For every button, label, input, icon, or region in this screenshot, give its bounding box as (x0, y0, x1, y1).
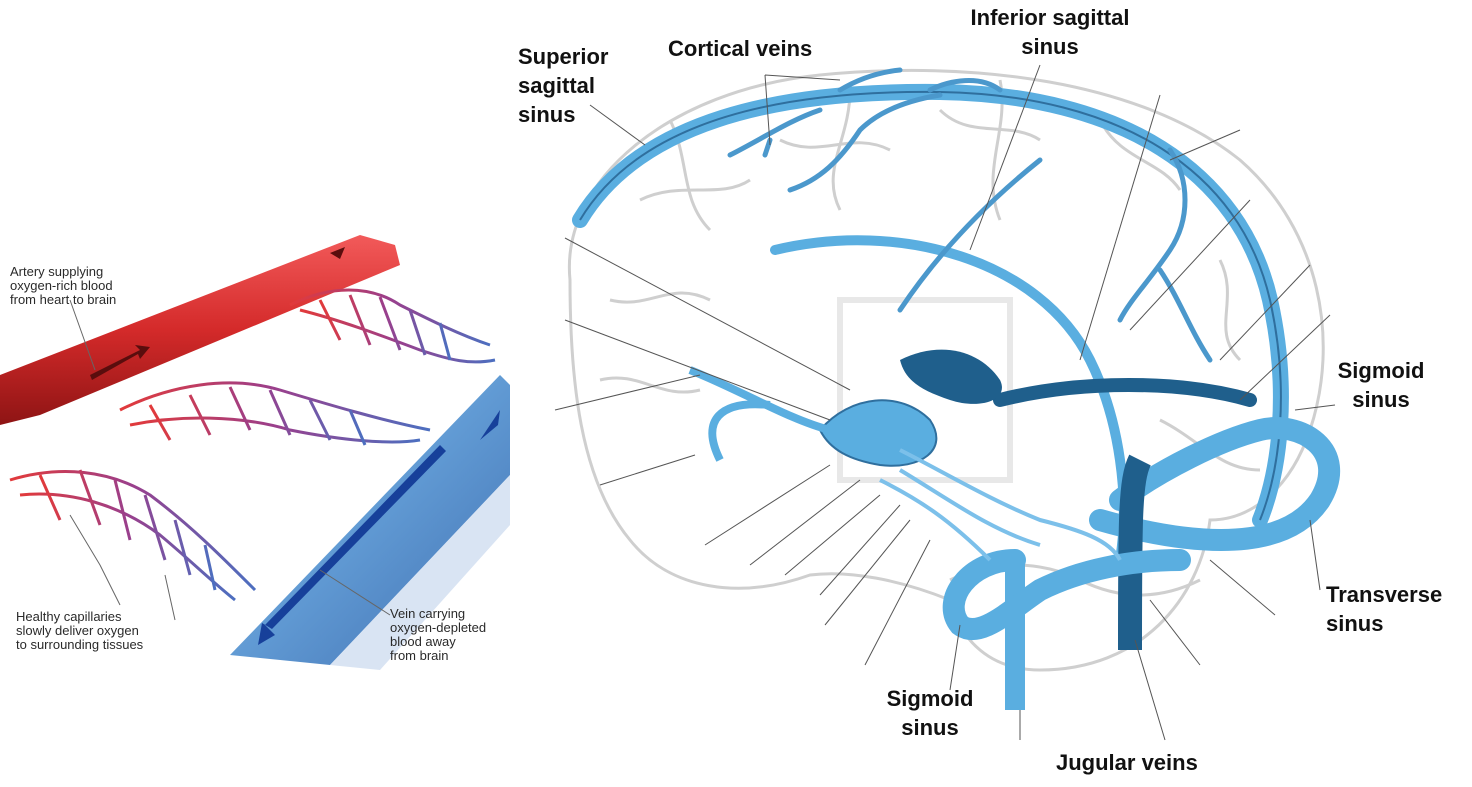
capillary-label-line: slowly deliver oxygen (16, 623, 139, 638)
vein-label-line: Vein carrying (390, 606, 466, 621)
artery-shape (0, 235, 400, 425)
vein-label-line: blood away (390, 634, 456, 649)
label-leader-lines (554, 64, 1336, 741)
vein-shape-lower (330, 475, 510, 670)
vein-arrow-2 (480, 410, 500, 440)
deep-vein-dark (900, 349, 1002, 404)
capillary-bed-top (289, 288, 496, 364)
leader-lines (69, 299, 391, 621)
superior-sagittal-outline (579, 90, 1282, 521)
artery-label: Artery supplying oxygen-rich blood from … (10, 265, 116, 307)
cavernous-sinus (818, 399, 938, 467)
sigmoid-sinus-bottom-label: Sigmoid sinus (870, 684, 990, 742)
label-line: sagittal (518, 73, 596, 98)
cortical-veins (727, 67, 1213, 363)
facial-vein (708, 400, 771, 462)
transverse-sinus-label: Transverse sinus (1326, 580, 1442, 638)
cortical-veins-label: Cortical veins (668, 36, 813, 61)
sigmoid-sinus-loop (942, 549, 1191, 640)
transverse-sinus (1089, 417, 1341, 551)
capillary-bed-middle (119, 381, 431, 446)
label-line: sinus (1326, 611, 1384, 636)
label-line: sinus (518, 102, 576, 127)
label-line: sinus (1021, 34, 1079, 59)
capillary-drawing (0, 235, 510, 670)
artery-label-line: oxygen-rich blood (10, 278, 113, 293)
watermark-frame (837, 297, 1013, 483)
vein-label: Vein carrying oxygen-depleted blood away… (390, 607, 486, 663)
artery-label-line: Artery supplying (10, 264, 104, 279)
label-line: Sigmoid (1337, 358, 1425, 383)
artery-label-line: from heart to brain (10, 292, 117, 307)
capillary-illustration: Artery supplying oxygen-rich blood from … (0, 225, 510, 685)
jugular-veins-label: Jugular veins (1056, 750, 1198, 775)
label-line: Superior (518, 44, 609, 69)
capillary-bed-bottom (9, 469, 257, 602)
label-line: Sigmoid (886, 686, 974, 711)
basal-veins (879, 448, 1122, 562)
brain-drawing (554, 64, 1341, 741)
vein-label-line: oxygen-depleted (390, 620, 487, 635)
label-line: sinus (901, 715, 959, 740)
label-line: Inferior sagittal (970, 5, 1130, 30)
label-line: Transverse (1326, 582, 1443, 607)
sigmoid-sinus-right-label: Sigmoid sinus (1326, 356, 1436, 414)
vein-arrow (258, 445, 446, 645)
label-line: sinus (1352, 387, 1410, 412)
venous-sinus-diagram: Superior sagittal sinus Cortical veins I… (518, 0, 1472, 787)
inferior-sagittal-sinus (770, 235, 1129, 565)
capillary-label-line: to surrounding tissues (16, 637, 144, 652)
capillary-label: Healthy capillaries slowly deliver oxyge… (16, 610, 143, 652)
straight-sinus (993, 378, 1257, 407)
superior-sagittal-sinus-label: Superior sagittal sinus (518, 42, 608, 129)
capillary-label-line: Healthy capillaries (16, 609, 122, 624)
vein-label-line: from brain (390, 648, 449, 663)
artery-arrow (330, 247, 345, 259)
artery-arrow-2 (90, 345, 150, 380)
inferior-sagittal-sinus-label: Inferior sagittal sinus (950, 3, 1150, 61)
jugular-vein-right (1118, 454, 1151, 651)
